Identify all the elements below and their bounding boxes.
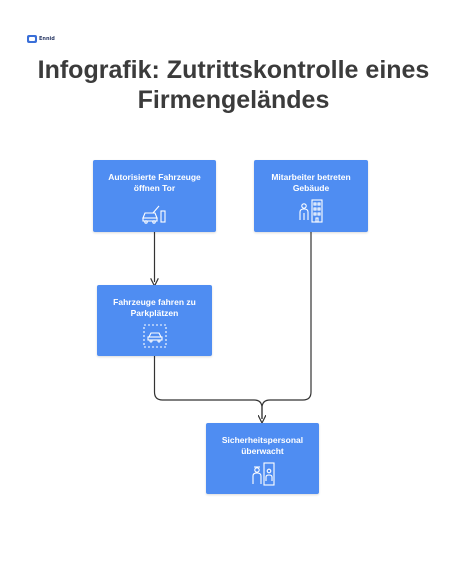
node-vehicles-to-parking: Fahrzeuge fahren zu Parkplätzen: [97, 285, 212, 356]
logo-text: Ennid: [39, 36, 55, 42]
node-label: Mitarbeiter betreten Gebäude: [271, 172, 351, 193]
node-label: Autorisierte Fahrzeuge öffnen Tor: [108, 172, 201, 193]
security-guard-icon: [250, 461, 276, 492]
node-employees-enter: Mitarbeiter betreten Gebäude: [254, 160, 368, 232]
edge-employees-to-security: [261, 232, 312, 419]
page-title: Infografik: Zutrittskontrolle eines Firm…: [0, 55, 467, 115]
title-line-1: Infografik: Zutrittskontrolle eines: [37, 56, 430, 84]
person-building-icon: [297, 198, 325, 229]
logo: Ennid: [27, 35, 55, 43]
edge-parking-to-security: [153, 356, 263, 419]
node-label: Fahrzeuge fahren zu Parkplätzen: [113, 297, 196, 318]
node-label: Sicherheitspersonal überwacht: [221, 435, 304, 456]
node-authorized-vehicles: Autorisierte Fahrzeuge öffnen Tor: [93, 160, 216, 232]
title-line-2: Firmengeländes: [137, 86, 330, 114]
parking-car-icon: [142, 323, 168, 354]
logo-icon: [27, 35, 37, 43]
car-gate-icon: [141, 204, 169, 229]
node-security-monitors: Sicherheitspersonal überwacht: [206, 423, 319, 494]
